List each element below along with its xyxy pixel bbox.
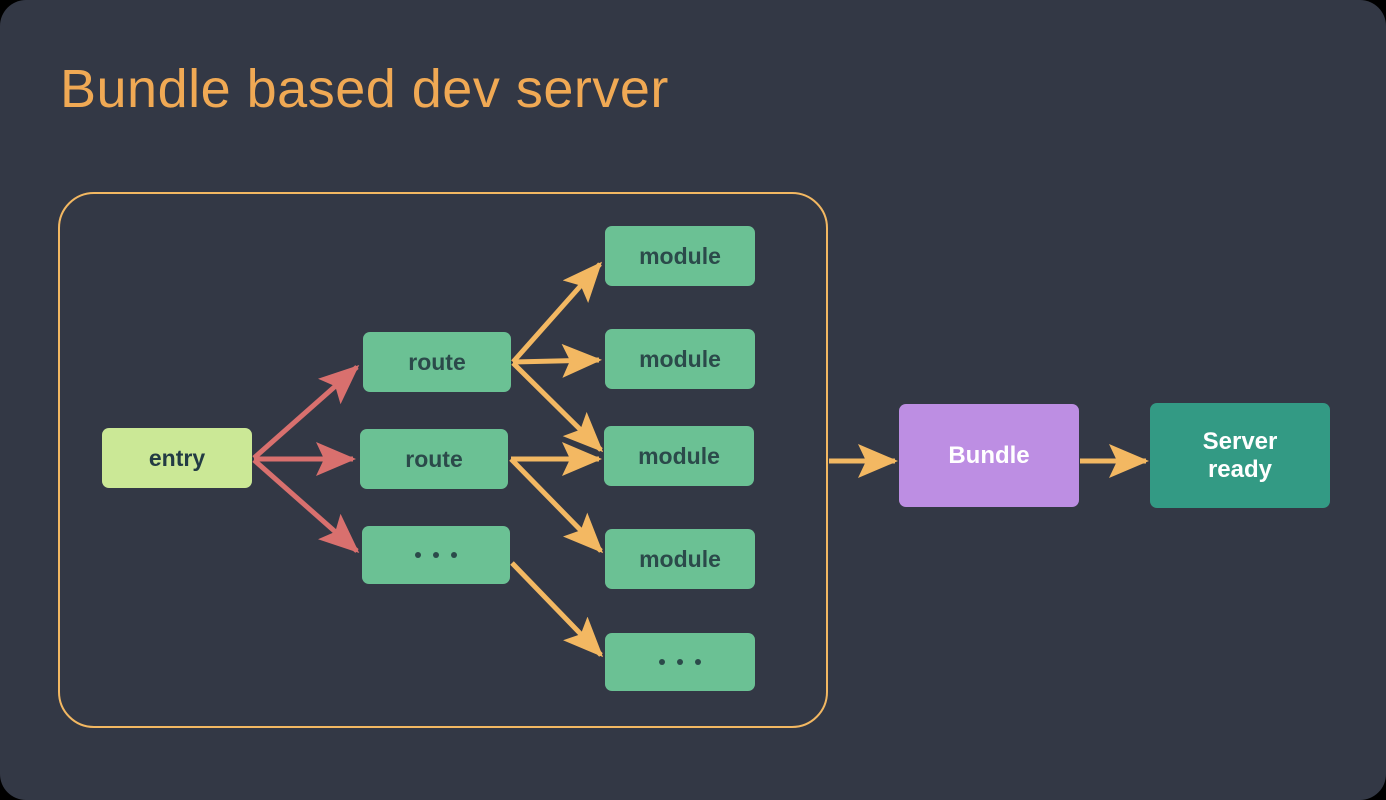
node-server-ready[interactable]: Server ready <box>1150 403 1330 508</box>
node-route-2-label: route <box>405 445 463 472</box>
node-bundle[interactable]: Bundle <box>899 404 1079 507</box>
node-module-2-label: module <box>639 345 721 372</box>
node-route-1-label: route <box>408 348 466 375</box>
node-bundle-label: Bundle <box>948 441 1030 469</box>
module-graph-container <box>58 192 828 728</box>
node-module-1[interactable]: module <box>605 226 755 286</box>
node-server-ready-label: Server ready <box>1203 428 1278 483</box>
node-module-4[interactable]: module <box>605 529 755 589</box>
node-module-3-label: module <box>638 442 720 469</box>
node-entry[interactable]: entry <box>102 428 252 488</box>
page-title: Bundle based dev server <box>60 59 669 119</box>
node-server-ready-line2: ready <box>1207 455 1273 483</box>
node-module-2[interactable]: module <box>605 329 755 389</box>
node-module-4-label: module <box>639 545 721 572</box>
node-module-ellipsis[interactable] <box>605 633 755 691</box>
node-route-2[interactable]: route <box>360 429 508 489</box>
node-module-1-label: module <box>639 242 721 269</box>
ellipsis-icon <box>659 659 701 665</box>
node-entry-label: entry <box>148 444 206 471</box>
node-module-3[interactable]: module <box>604 426 754 486</box>
node-route-ellipsis[interactable] <box>362 526 510 584</box>
node-route-1[interactable]: route <box>363 332 511 392</box>
ellipsis-icon <box>415 552 457 558</box>
node-server-ready-line1: Server <box>1202 427 1278 455</box>
